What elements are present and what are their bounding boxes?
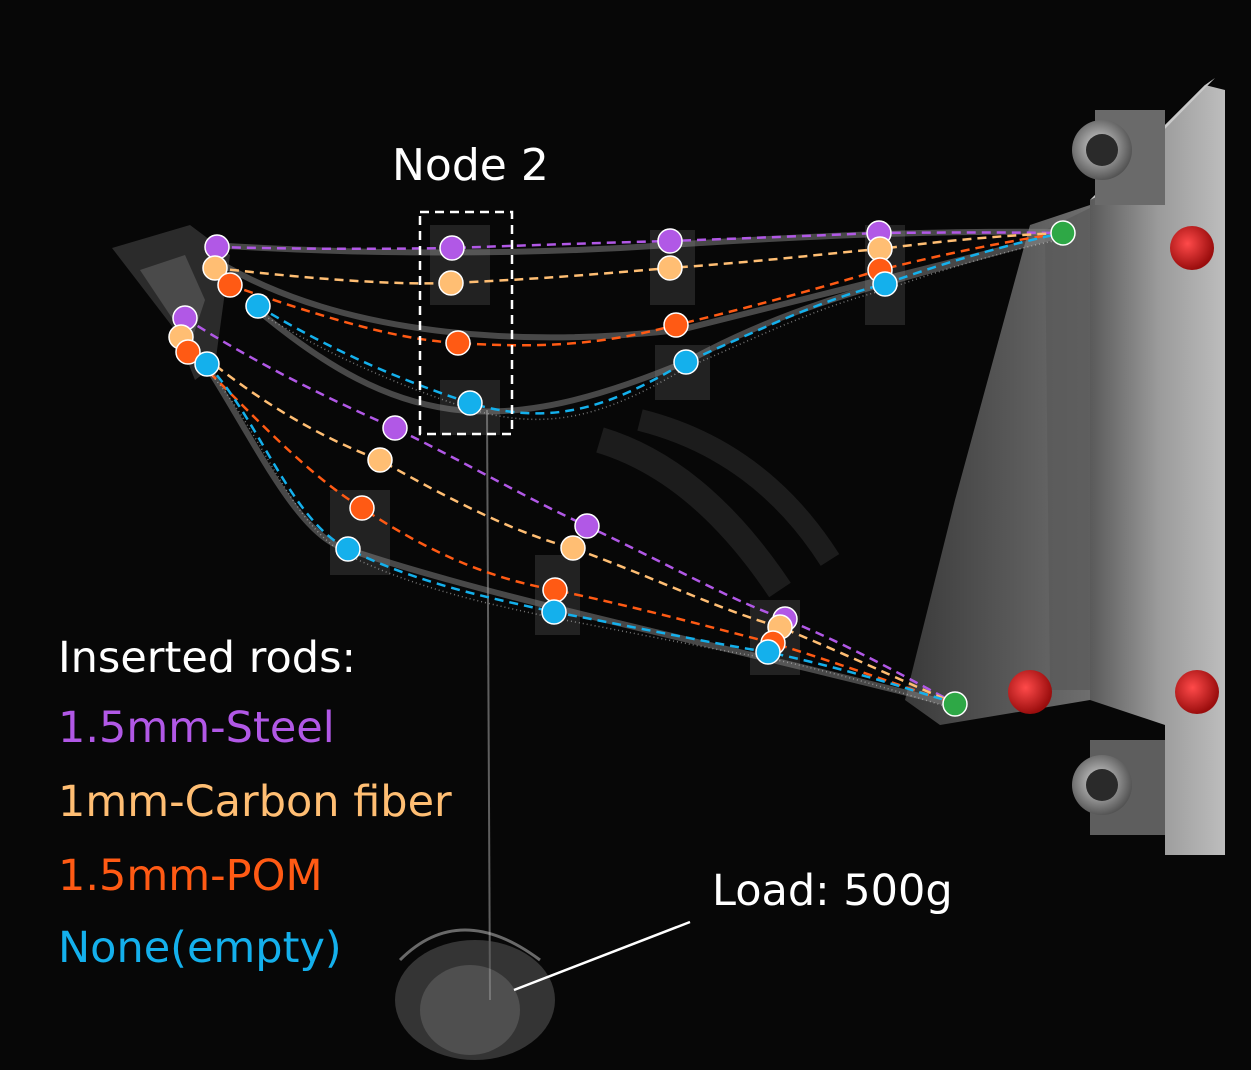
legend-item-none: None(empty) <box>58 923 342 973</box>
pom-marker <box>542 577 568 603</box>
steel-marker <box>204 234 230 260</box>
legend-item-carbon-fiber: 1mm-Carbon fiber <box>58 777 452 827</box>
red-bolt-icon <box>1170 226 1214 270</box>
none-marker <box>872 271 898 297</box>
anchor-node-icon <box>1050 220 1076 246</box>
pom-marker <box>663 312 689 338</box>
node-2-label: Node 2 <box>392 140 549 191</box>
steel-marker <box>657 228 683 254</box>
anchor-node-icon <box>942 691 968 717</box>
legend-title: Inserted rods: <box>58 633 356 683</box>
none-marker <box>541 599 567 625</box>
none-marker <box>673 349 699 375</box>
gripper-frame <box>112 225 905 675</box>
mounting-bracket <box>905 78 1225 855</box>
steel-marker <box>382 415 408 441</box>
carbon-fiber-marker <box>438 270 464 296</box>
red-bolt-icon <box>1008 670 1052 714</box>
none-marker <box>755 639 781 665</box>
load-pointer-line <box>513 920 691 992</box>
steel-marker <box>574 513 600 539</box>
carbon-fiber-markers <box>168 236 893 640</box>
none-marker <box>245 293 271 319</box>
mount-screw-icon <box>1072 120 1132 180</box>
mount-screw-icon <box>1072 755 1132 815</box>
carbon-fiber-marker <box>202 255 228 281</box>
legend-item-steel: 1.5mm-Steel <box>58 703 335 753</box>
steel-marker <box>439 235 465 261</box>
carbon-fiber-marker <box>657 255 683 281</box>
node-2-box <box>418 210 514 436</box>
carbon-fiber-marker <box>367 447 393 473</box>
none-markers <box>194 271 898 665</box>
pom-marker <box>445 330 471 356</box>
none-marker <box>194 351 220 377</box>
pom-marker <box>349 495 375 521</box>
carbon-fiber-marker <box>560 535 586 561</box>
none-marker <box>335 536 361 562</box>
pom-marker <box>175 339 201 365</box>
load-rope <box>486 409 491 1001</box>
legend-item-pom: 1.5mm-POM <box>58 851 323 901</box>
load-label: Load: 500g <box>712 866 953 916</box>
pom-marker <box>217 272 243 298</box>
none-marker <box>457 390 483 416</box>
hanging-weight <box>395 928 555 1060</box>
coil-texture <box>206 238 1064 710</box>
red-bolt-icon <box>1175 670 1219 714</box>
